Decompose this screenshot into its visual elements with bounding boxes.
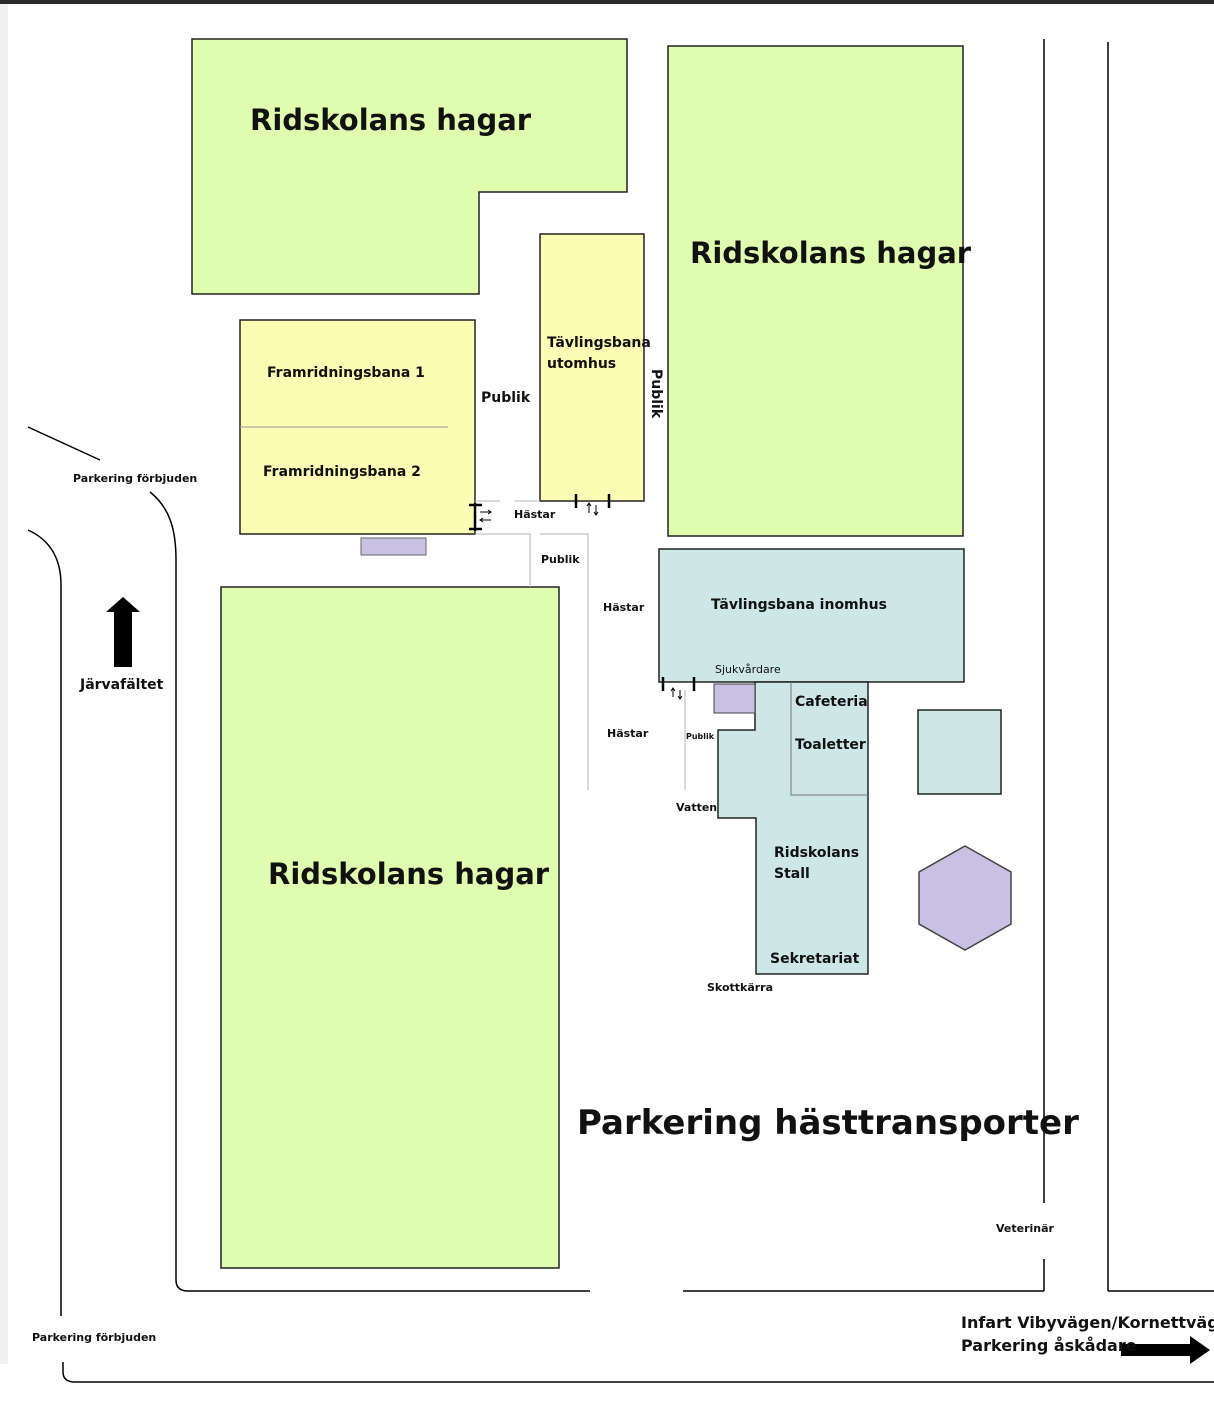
gate-arrows-outdoor [586,502,599,516]
cafeteria-partition [790,682,868,796]
label-tavling-utomhus-2: utomhus [547,356,617,372]
frame-left-edge [0,4,8,1364]
label-skottkarra: Skottkärra [707,981,774,994]
stable-building [717,681,869,975]
label-framridning-1: Framridningsbana 1 [267,365,425,381]
label-infart: Infart Vibyvägen/Kornettvägen [961,1313,1214,1332]
gate-warmup [469,503,482,531]
label-jarvafaltet: Järvafältet [80,677,164,693]
outdoor-arena [539,233,645,502]
gate-indoor [661,677,696,691]
path-public-right [540,533,589,790]
label-hagar-top-left: Ridskolans hagar [250,103,532,137]
label-hastar-2: Hästar [603,601,645,614]
roads [27,39,1214,1383]
label-hastar-3: Hästar [607,727,649,740]
label-framridning-2: Framridningsbana 2 [263,464,421,480]
purple-facility-rect [360,537,427,556]
gate-arrows-warmup [479,509,492,523]
label-hagar-bottom: Ridskolans hagar [268,857,550,891]
label-parkering-forbjuden-bottom: Parkering förbjuden [32,1331,157,1344]
label-sekretariat: Sekretariat [770,951,860,967]
label-toaletter: Toaletter [795,737,866,753]
label-sjukvardare: Sjukvårdare [715,663,781,676]
gate-arrows-indoor [670,687,683,700]
indoor-arena [658,548,965,683]
label-veterinar: Veterinär [996,1222,1054,1235]
label-vatten: Vatten [676,801,718,814]
paddock-bottom [220,586,560,1269]
arrow-right-icon [1121,1336,1210,1364]
label-hagar-top-right: Ridskolans hagar [690,236,972,270]
label-publik-small: Publik [686,732,715,741]
label-parkering-forbjuden-top: Parkering förbjuden [73,472,198,485]
gate-outdoor [574,494,611,508]
hexagon-facility [918,845,1012,951]
label-hastar-1: Hästar [514,508,556,521]
arrow-up-icon [106,597,140,667]
label-stall-1: Ridskolans [774,845,860,861]
label-publik-2: Publik [541,553,580,566]
first-aid-room [713,683,756,714]
frame-top-edge [0,0,1214,4]
label-tavling-inomhus: Tävlingsbana inomhus [711,597,887,613]
label-parkering-hasttransporter: Parkering hästtransporter [577,1103,1079,1143]
label-cafeteria: Cafeteria [795,694,868,710]
label-parkering-askadare: Parkering åskådare [961,1336,1137,1355]
label-publik-vertical: Publik [648,369,664,419]
label-tavling-utomhus-1: Tävlingsbana [547,335,651,351]
label-publik-1: Publik [481,390,531,406]
small-building [917,709,1002,795]
label-stall-2: Stall [774,866,810,882]
path-public-left [475,533,531,587]
paddock-top-left [191,38,628,295]
paddock-top-right [667,45,964,537]
